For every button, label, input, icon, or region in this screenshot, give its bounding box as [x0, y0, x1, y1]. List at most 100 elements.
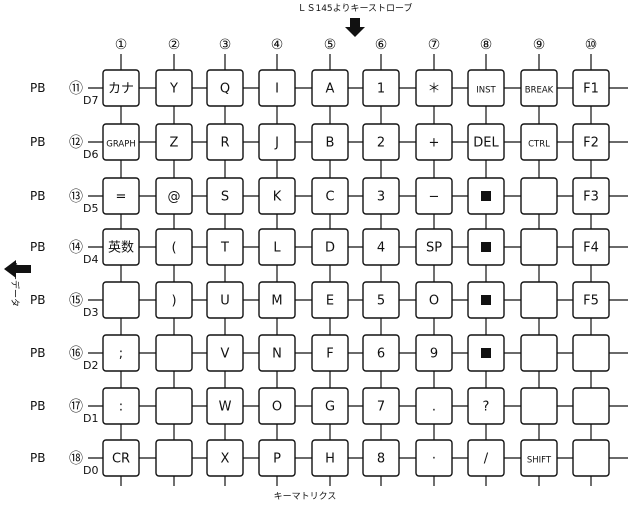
key-label: 英数: [108, 241, 134, 256]
key-box: [362, 334, 400, 372]
key-box: [102, 281, 140, 319]
key-label: ): [171, 294, 176, 309]
key-box: [520, 228, 558, 266]
key-box: [415, 387, 453, 425]
cursor-key-icon: [481, 348, 491, 358]
key-label: Z: [170, 136, 179, 151]
key-box: [415, 123, 453, 161]
data-bit-label: D5: [83, 202, 98, 215]
port-b-label: PB: [30, 293, 45, 307]
key-box: [102, 177, 140, 215]
key-box: [258, 69, 296, 107]
key-label: カナ: [108, 82, 134, 97]
key-label: DEL: [473, 136, 499, 151]
key-box: [467, 439, 505, 477]
key-label: SHIFT: [527, 456, 552, 466]
left-arrow-icon: [4, 260, 31, 278]
key-box: [206, 387, 244, 425]
key-box: [362, 69, 400, 107]
key-box: [206, 228, 244, 266]
column-number: ⑨: [533, 37, 546, 53]
key-label: G: [325, 400, 335, 415]
key-box: [311, 439, 349, 477]
key-box: [572, 177, 610, 215]
key-box: [102, 228, 140, 266]
key-box: [206, 69, 244, 107]
key-box: [520, 177, 558, 215]
key-box: [520, 69, 558, 107]
key-label: P: [273, 452, 281, 467]
key-label: C: [325, 190, 334, 205]
key-box: [572, 123, 610, 161]
down-arrow-icon: [345, 18, 365, 37]
key-box: [258, 281, 296, 319]
key-label: BREAK: [525, 86, 554, 96]
key-box: [206, 439, 244, 477]
key-box: [258, 123, 296, 161]
key-box: [155, 281, 193, 319]
key-box: [362, 281, 400, 319]
key-box: [572, 439, 610, 477]
key-matrix-caption: キーマトリクス: [274, 491, 337, 502]
key-label: O: [429, 294, 439, 309]
key-label: 7: [377, 400, 385, 415]
column-number: ①: [115, 37, 128, 53]
key-box: [572, 387, 610, 425]
key-label: CR: [112, 452, 130, 467]
key-box: [467, 69, 505, 107]
key-label: F1: [583, 82, 599, 97]
key-label: @: [168, 190, 181, 205]
key-box: [206, 334, 244, 372]
key-label: H: [325, 452, 335, 467]
row-number: ⑯: [69, 346, 83, 362]
port-b-label: PB: [30, 81, 45, 95]
column-number: ⑦: [428, 37, 441, 53]
key-label: −: [429, 190, 440, 205]
key-label: INST: [476, 86, 496, 96]
column-number: ⑥: [375, 37, 388, 53]
key-box: [206, 177, 244, 215]
key-box: [155, 387, 193, 425]
row-number: ⑭: [69, 240, 83, 256]
key-label: F2: [583, 136, 599, 151]
key-label: /: [484, 452, 489, 467]
key-box: [155, 439, 193, 477]
key-box: [102, 439, 140, 477]
key-box: [520, 123, 558, 161]
key-label: CTRL: [528, 140, 550, 150]
key-box: [258, 177, 296, 215]
data-bit-label: D4: [83, 253, 98, 266]
key-label: :: [119, 400, 123, 415]
data-bit-label: D0: [83, 464, 98, 477]
key-label: E: [326, 294, 334, 309]
key-box: [102, 387, 140, 425]
key-label: M: [271, 294, 282, 309]
key-box: [415, 69, 453, 107]
key-box: [258, 334, 296, 372]
key-label: SP: [426, 241, 442, 256]
key-box: [102, 123, 140, 161]
key-box: [415, 439, 453, 477]
key-label: J: [274, 136, 279, 151]
key-label: R: [220, 136, 229, 151]
key-box: [362, 123, 400, 161]
column-number: ⑩: [585, 37, 598, 53]
key-box: [467, 387, 505, 425]
strobe-source-note: ＬＳ145よりキーストローブ: [297, 2, 412, 14]
key-box: [102, 334, 140, 372]
key-box: [415, 177, 453, 215]
key-label: D: [325, 241, 335, 256]
key-label: N: [272, 347, 282, 362]
key-label: O: [272, 400, 282, 415]
key-box: [520, 334, 558, 372]
row-number: ⑬: [69, 189, 83, 205]
column-number: ②: [168, 37, 181, 53]
key-label: ?: [483, 400, 490, 415]
key-label: ＊: [427, 82, 440, 97]
key-label: GRAPH: [106, 140, 135, 150]
key-label: ·: [432, 452, 436, 467]
data-bit-label: D1: [83, 412, 98, 425]
